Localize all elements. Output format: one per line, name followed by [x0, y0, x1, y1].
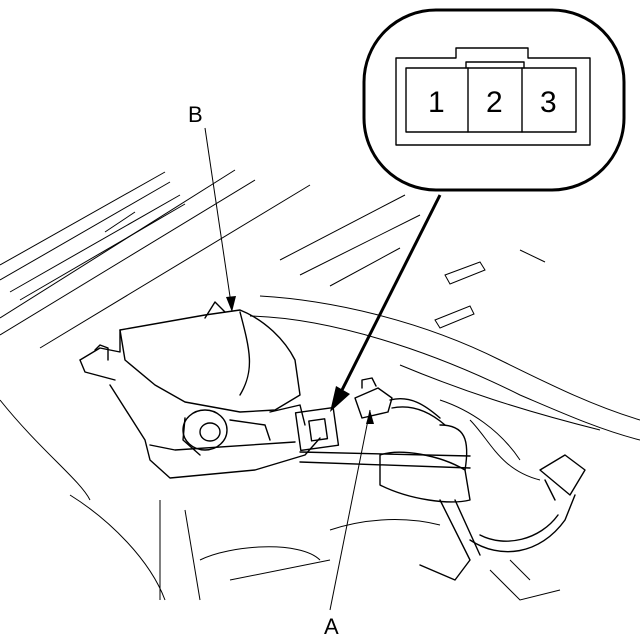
callout-b-arrowhead [226, 296, 236, 312]
switch-assembly [79, 301, 471, 479]
callout-a-label: A [324, 614, 339, 639]
callout-a-arrowhead [366, 410, 374, 424]
pin-2-label: 2 [486, 86, 503, 119]
pin-3-label: 3 [540, 86, 557, 119]
callout-b-leader [204, 127, 233, 311]
pin-1-label: 1 [428, 86, 445, 119]
inset-pointer-arrowhead [330, 386, 350, 412]
background-contours [0, 169, 640, 601]
connector-face-inset: 1 2 3 [362, 8, 626, 192]
wire-harness [354, 377, 586, 581]
inset-pointer-arrow [336, 194, 442, 399]
callout-a-leader [329, 409, 371, 611]
callout-b-label: B [188, 102, 203, 127]
